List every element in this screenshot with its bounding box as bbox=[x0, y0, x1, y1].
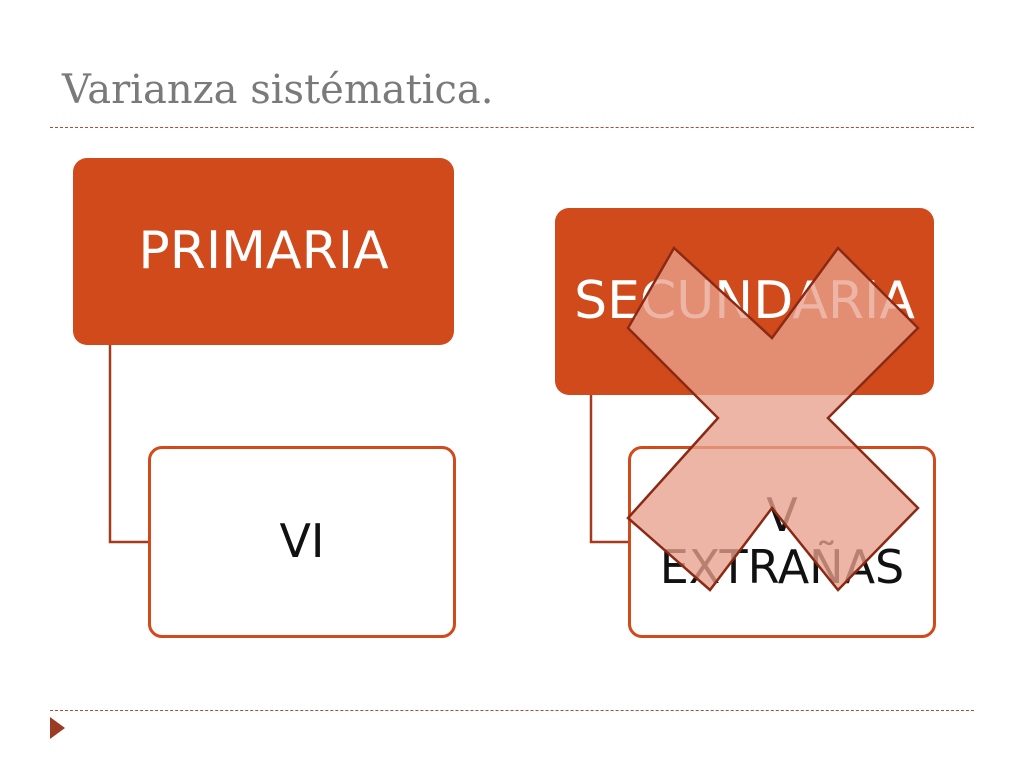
play-arrow-icon[interactable] bbox=[50, 717, 65, 739]
slide-title: Varianza sistématica. bbox=[62, 67, 494, 113]
branch-item-vi: VI bbox=[148, 446, 456, 638]
branch-heading-primaria: PRIMARIA bbox=[73, 158, 454, 345]
connector-secundaria-extranas bbox=[589, 395, 628, 544]
footer-divider bbox=[50, 710, 974, 711]
title-divider bbox=[50, 127, 974, 128]
connector-primaria-vi bbox=[108, 345, 148, 544]
